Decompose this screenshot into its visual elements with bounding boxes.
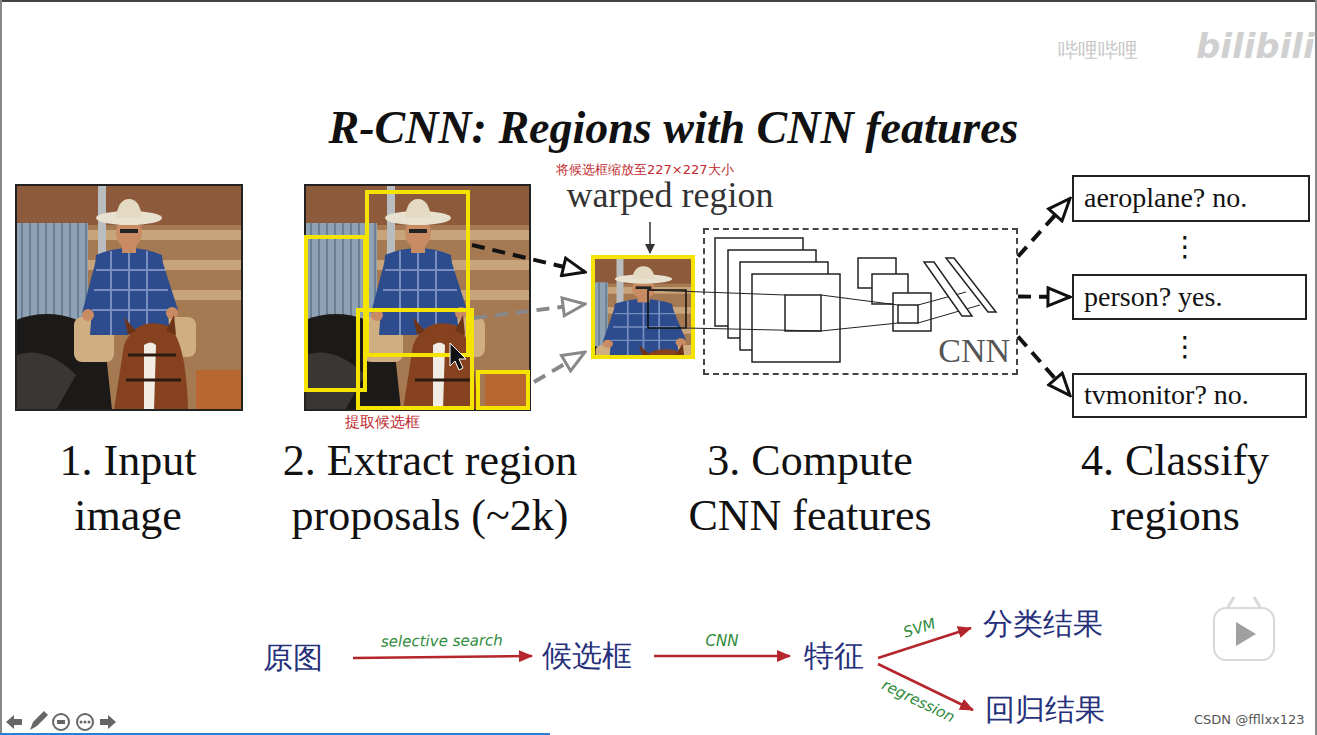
warp-arrows	[472, 245, 585, 382]
cnn-layers	[924, 262, 972, 316]
cnn-layers	[898, 305, 918, 323]
watermark: CSDN @ffllxx123	[1194, 712, 1305, 728]
class-box: tvmonitor? no.	[1072, 373, 1307, 418]
flow-step: 原图	[261, 641, 325, 676]
proposal-image	[305, 185, 530, 410]
cnn-layers	[648, 290, 980, 331]
ellipsis-dots: ⋮	[1171, 330, 1199, 364]
flow-arrow	[654, 655, 790, 658]
mouse-cursor	[450, 343, 466, 370]
proposal-box	[478, 372, 528, 408]
region-label: warped region	[567, 174, 774, 217]
node-text: 回归结果	[985, 693, 1105, 728]
toolbar-icons	[77, 714, 93, 730]
node-text: aeroplane? no.	[1084, 182, 1247, 214]
flow-arrow	[353, 656, 532, 658]
watermark: 哔哩哔哩	[1058, 38, 1138, 62]
step-caption: 3. Compute CNN features	[668, 433, 953, 543]
leader-line	[649, 222, 651, 253]
proposal-image	[305, 185, 530, 410]
node-text: 候选框	[542, 639, 632, 674]
toolbar-icons	[100, 715, 116, 729]
cnn-layers	[946, 258, 996, 312]
warped-image	[593, 257, 693, 357]
class-box: person? yes.	[1072, 274, 1307, 320]
node-text: 分类结果	[983, 607, 1103, 642]
input-image	[16, 185, 242, 410]
slide-frame	[1315, 0, 1317, 735]
score-arrow	[1018, 337, 1070, 396]
network-box: CNN	[703, 228, 1018, 375]
ellipsis-dots: ⋮	[1171, 230, 1199, 264]
warp-arrows	[474, 304, 585, 318]
slide-frame	[0, 733, 550, 735]
flow-step: 候选框	[540, 639, 634, 674]
proposal-box	[367, 192, 468, 355]
warp-arrows	[472, 245, 585, 272]
watermark: bilibili	[1196, 26, 1315, 67]
toolbar-icons	[84, 721, 87, 724]
play-button	[1228, 597, 1260, 607]
play-button	[1214, 608, 1274, 660]
edge-label: regression	[877, 675, 959, 727]
flow-step: 特征	[802, 639, 866, 674]
score-arrow	[1018, 199, 1070, 257]
proposal-image	[305, 185, 530, 410]
edge-label: selective search	[379, 631, 505, 650]
toolbar-icons	[6, 715, 22, 729]
warp-arrows	[534, 352, 585, 382]
node-text: 原图	[263, 641, 323, 676]
toolbar-icons	[88, 721, 91, 724]
input-image	[16, 185, 242, 410]
play-button	[1236, 622, 1256, 646]
toolbar-icons	[6, 711, 116, 730]
cnn-layers	[893, 293, 931, 331]
warped-image	[545, 257, 741, 407]
flow-result: 回归结果	[983, 693, 1107, 728]
flow-result: 分类结果	[981, 607, 1105, 642]
play-button	[1214, 597, 1274, 660]
warped-image	[593, 257, 693, 357]
toolbar-icons	[80, 721, 83, 724]
toolbar-icons	[57, 720, 65, 724]
kernel-window	[648, 290, 686, 328]
class-box: aeroplane? no.	[1072, 175, 1310, 222]
score-arrow	[1018, 295, 1070, 300]
slide-frame	[0, 0, 1317, 2]
node-text: 特征	[804, 639, 864, 674]
slide-frame	[0, 0, 2, 735]
input-image	[16, 185, 241, 410]
proposal-box	[358, 310, 472, 408]
warped-image	[593, 257, 693, 357]
toolbar-icons	[53, 714, 69, 730]
cnn-layers	[785, 295, 821, 331]
step-caption: 1. Input image	[21, 433, 236, 543]
proposal-box	[306, 192, 528, 408]
step-caption: 2. Extract region proposals (~2k)	[255, 433, 605, 543]
cnn-layers	[752, 274, 840, 362]
node-text: tvmonitor? no.	[1084, 379, 1249, 411]
slide-title: R-CNN: Regions with CNN features	[30, 100, 1317, 155]
step-caption: 4. Classify regions	[1050, 433, 1300, 543]
handwritten-note: 提取候选框	[345, 413, 420, 431]
toolbar-icons	[30, 711, 48, 730]
edge-label: CNN	[704, 632, 741, 650]
node-text: CNN	[938, 332, 1010, 369]
edge-label: SVM	[899, 614, 939, 642]
node-text: person? yes.	[1084, 281, 1222, 313]
